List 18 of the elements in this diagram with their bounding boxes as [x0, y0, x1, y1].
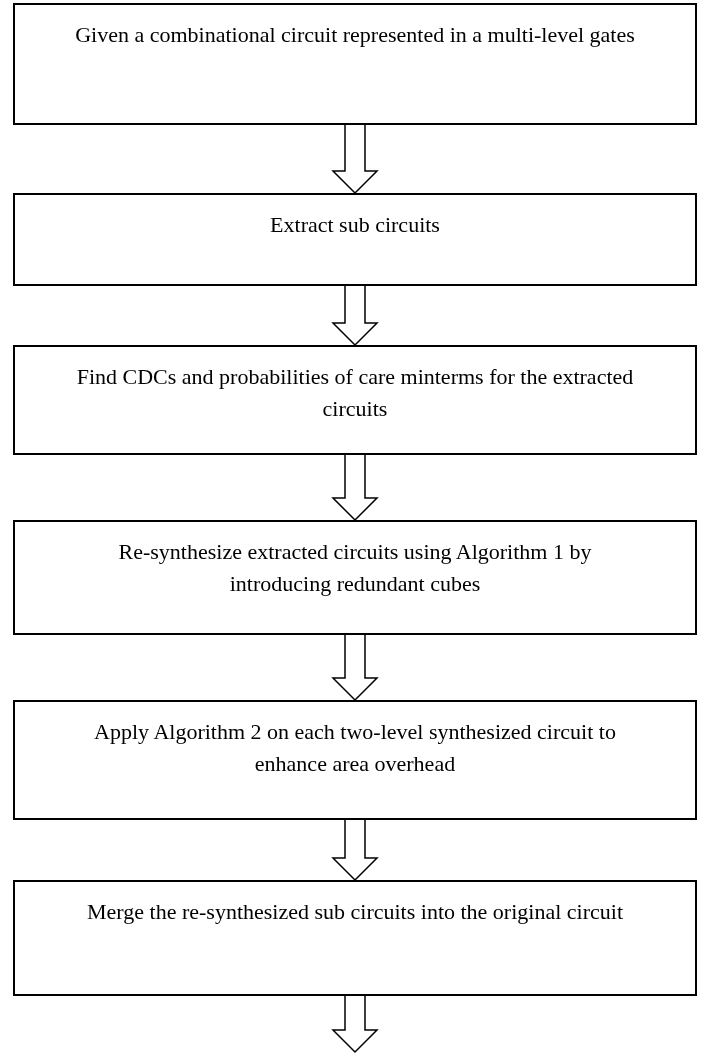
hollow-arrow [331, 995, 379, 1054]
process-box [13, 700, 697, 820]
step-text: Given a combinational circuit represented in a multi-level gates [75, 21, 635, 49]
process-box [13, 345, 697, 455]
hollow-arrow [331, 285, 379, 347]
step-text: Merge the re-synthesized sub circuits into the original circuit [86, 898, 624, 926]
process-box [13, 880, 697, 996]
step-text: Extract sub circuits [269, 211, 441, 239]
hollow-arrow [331, 634, 379, 702]
step-text: Apply Algorithm 2 on each two-level synthesized circuit to enhance area overhead [93, 718, 617, 778]
hollow-arrow [331, 454, 379, 522]
process-box [13, 193, 697, 286]
process-box [13, 520, 697, 635]
process-box [13, 3, 697, 125]
step-text: Re-synthesize extracted circuits using Algorithm 1 by introducing redundant cubes [117, 538, 593, 598]
hollow-arrow [331, 124, 379, 195]
hollow-arrow [331, 819, 379, 882]
step-text: Find CDCs and probabilities of care minterms for the extracted circuits [75, 363, 635, 423]
